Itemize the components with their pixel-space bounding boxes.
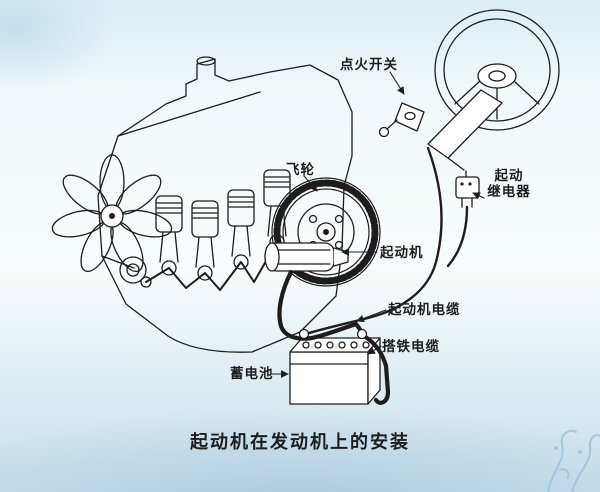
battery-component (289, 337, 381, 405)
label-starter-relay: 起动 继电器 (482, 168, 536, 200)
steering-column (427, 89, 503, 171)
corner-decoration (547, 429, 600, 492)
wiring-cables (277, 146, 469, 405)
label-ignition-switch: 点火开关 (340, 57, 398, 73)
label-starter-relay-line2: 继电器 (487, 184, 531, 201)
label-battery: 蓄电池 (230, 366, 274, 382)
label-starter: 起动机 (380, 245, 424, 261)
engine-block (97, 56, 353, 353)
label-starter-cable: 起动机电缆 (388, 302, 461, 318)
steering-wheel (434, 9, 560, 131)
ignition-switch-key (378, 102, 425, 138)
caption: 起动机在发动机上的安装 (190, 432, 410, 453)
starter-motor (264, 242, 349, 272)
fan-icon (51, 154, 173, 284)
label-flywheel: 飞轮 (286, 162, 315, 178)
label-starter-relay-line1: 起动 (494, 168, 524, 184)
leader-arrows (271, 71, 485, 378)
label-ground-cable: 搭铁电缆 (382, 339, 440, 355)
crankshaft (140, 241, 278, 291)
starter-relay-component (455, 170, 480, 208)
